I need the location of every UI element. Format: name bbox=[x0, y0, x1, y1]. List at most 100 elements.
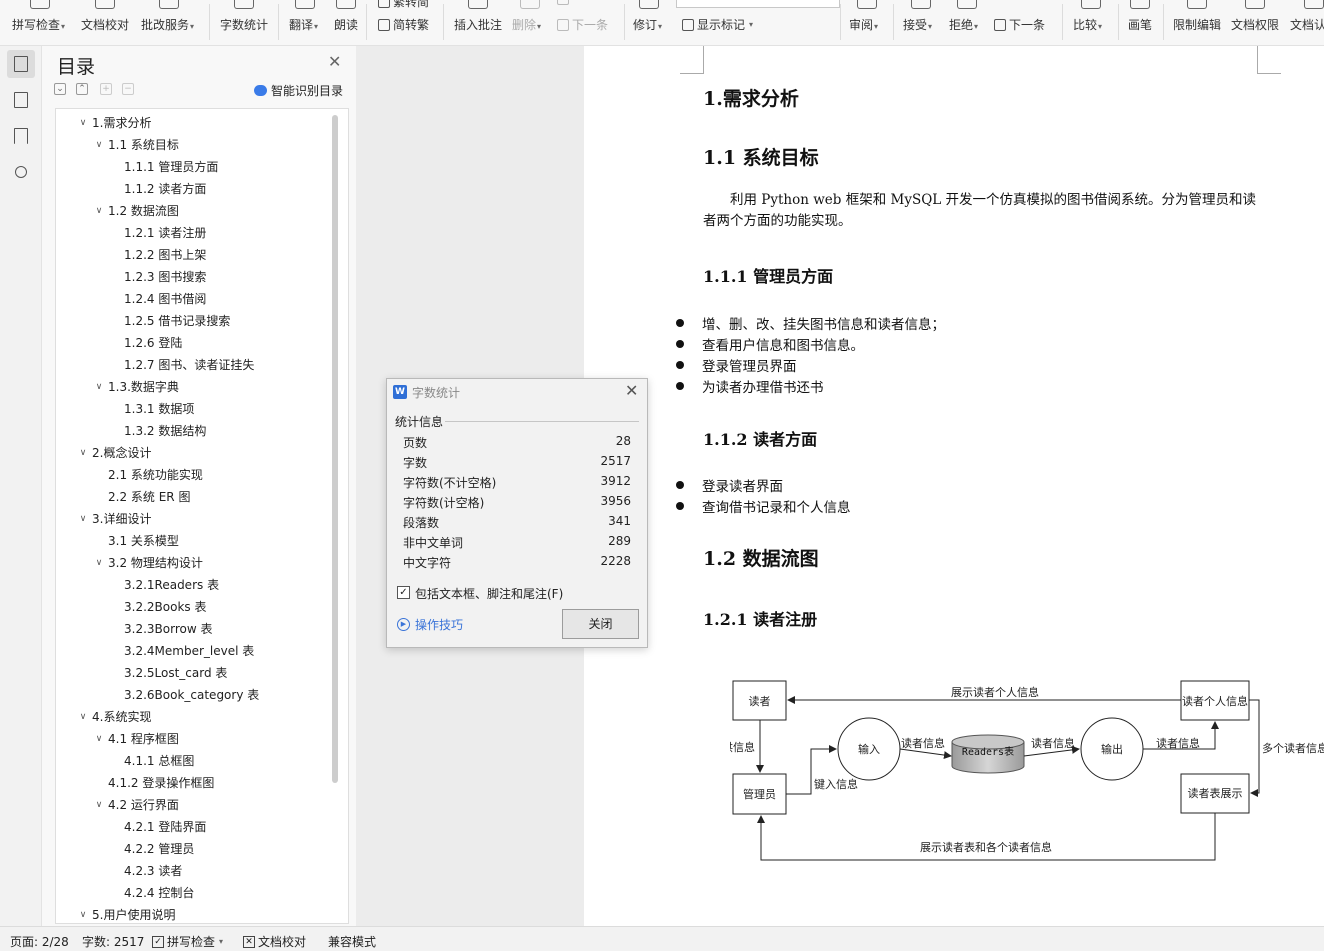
toc-item[interactable]: 1.3.2 数据结构 bbox=[124, 424, 207, 438]
toc-item[interactable]: 1.2.3 图书搜索 bbox=[124, 270, 207, 284]
chevron-down-icon[interactable]: ∨ bbox=[79, 910, 87, 920]
chevron-down-icon[interactable]: ∨ bbox=[95, 206, 103, 216]
trad-to-simp-button[interactable]: 简转繁 bbox=[378, 16, 429, 33]
toc-item[interactable]: 1.3.数据字典 bbox=[108, 380, 179, 394]
include-textbox-checkbox[interactable]: ✓ bbox=[397, 586, 410, 599]
read-aloud-button[interactable]: 朗读 bbox=[334, 0, 358, 45]
toc-item[interactable]: 4.2.3 读者 bbox=[124, 864, 183, 878]
chevron-down-icon[interactable]: ∨ bbox=[95, 140, 103, 150]
toc-item[interactable]: 1.2.2 图书上架 bbox=[124, 248, 207, 262]
chevron-down-icon[interactable]: ∨ bbox=[79, 448, 87, 458]
toc-item[interactable]: 3.2.1Readers 表 bbox=[124, 578, 220, 592]
toc-item[interactable]: 4.2.4 控制台 bbox=[124, 886, 195, 900]
toc-item[interactable]: 1.2.4 图书借阅 bbox=[124, 292, 207, 306]
tips-link[interactable]: ▶ 操作技巧 bbox=[397, 616, 463, 633]
bookmark-button[interactable] bbox=[7, 122, 35, 150]
toc-item[interactable]: 3.2.6Book_category 表 bbox=[124, 688, 260, 702]
compare-button[interactable]: 比较▾ bbox=[1073, 0, 1102, 45]
toc-item[interactable]: 3.详细设计 bbox=[92, 512, 152, 526]
close-icon[interactable]: ✕ bbox=[328, 52, 342, 71]
doc-proofread-button[interactable]: 文档校对 bbox=[81, 0, 129, 45]
toc-item[interactable]: 1.2.6 登陆 bbox=[124, 336, 183, 350]
expand-all-icon[interactable]: ⌃ bbox=[76, 83, 88, 95]
insert-comment-button[interactable]: 插入批注 bbox=[454, 0, 502, 45]
chevron-down-icon[interactable]: ∨ bbox=[95, 382, 103, 392]
next-comment-button[interactable]: 下一条 bbox=[557, 16, 608, 33]
translate-button[interactable]: 翻译▾ bbox=[289, 0, 318, 45]
previous-comment-button[interactable] bbox=[557, 0, 569, 5]
show-markup-button[interactable]: 显示标记▾ bbox=[682, 16, 753, 33]
toc-pane-button[interactable] bbox=[7, 50, 35, 78]
toc-item[interactable]: 2.1 系统功能实现 bbox=[108, 468, 203, 482]
toc-item[interactable]: 1.3.1 数据项 bbox=[124, 402, 195, 416]
toc-item[interactable]: 1.2.7 图书、读者证挂失 bbox=[124, 358, 255, 372]
accept-icon bbox=[911, 0, 931, 9]
toc-item[interactable]: 1.1.2 读者方面 bbox=[124, 182, 207, 196]
chevron-down-icon[interactable]: ∨ bbox=[95, 558, 103, 568]
simp-to-trad-button[interactable]: 繁转简 bbox=[378, 0, 429, 10]
toc-item[interactable]: 3.2 物理结构设计 bbox=[108, 556, 203, 570]
toc-item[interactable]: 2.概念设计 bbox=[92, 446, 152, 460]
close-icon[interactable]: ✕ bbox=[625, 381, 639, 400]
smart-toc-button[interactable]: 智能识别目录 bbox=[254, 82, 343, 99]
status-doc-proofread[interactable]: ✕ 文档校对 bbox=[243, 933, 306, 950]
doc-permission-button[interactable]: 文档权限 bbox=[1231, 0, 1279, 45]
status-bar: 页面: 2/28 字数: 2517 ✓ 拼写检查▾ ✕ 文档校对 兼容模式 bbox=[0, 926, 1324, 951]
chevron-down-icon[interactable]: ∨ bbox=[79, 118, 87, 128]
toc-item[interactable]: 4.1.1 总框图 bbox=[124, 754, 195, 768]
collapse-all-icon[interactable]: ⌄ bbox=[54, 83, 66, 95]
page-indicator[interactable]: 页面: 2/28 bbox=[10, 935, 69, 949]
pen-button[interactable]: 画笔 bbox=[1128, 0, 1152, 45]
toc-item[interactable]: 2.2 系统 ER 图 bbox=[108, 490, 191, 504]
chevron-down-icon[interactable]: ∨ bbox=[95, 734, 103, 744]
spell-check-label: 拼写检查 bbox=[12, 18, 61, 32]
toc-item[interactable]: 1.2 数据流图 bbox=[108, 204, 179, 218]
status-spell-check[interactable]: ✓ 拼写检查▾ bbox=[152, 933, 223, 950]
toc-item[interactable]: 3.2.5Lost_card 表 bbox=[124, 666, 228, 680]
word-count-button[interactable]: 字数统计 bbox=[220, 0, 269, 45]
restrict-edit-button[interactable]: 限制编辑 bbox=[1173, 0, 1221, 45]
chevron-down-icon[interactable]: ∨ bbox=[95, 800, 103, 810]
toc-item[interactable]: 4.2.2 管理员 bbox=[124, 842, 195, 856]
add-level-icon[interactable]: + bbox=[100, 83, 112, 95]
accept-button[interactable]: 接受▾ bbox=[903, 0, 932, 45]
word-count-indicator[interactable]: 字数: 2517 bbox=[82, 935, 145, 949]
markup-mode-select[interactable] bbox=[676, 0, 840, 8]
toc-item[interactable]: 3.1 关系模型 bbox=[108, 534, 179, 548]
delete-comment-button[interactable]: 删除▾ bbox=[512, 0, 541, 45]
review-button[interactable]: 审阅▾ bbox=[849, 0, 878, 45]
track-changes-button[interactable]: 修订▾ bbox=[633, 0, 662, 45]
toc-item[interactable]: 4.系统实现 bbox=[92, 710, 152, 724]
toc-item[interactable]: 3.2.2Books 表 bbox=[124, 600, 207, 614]
toc-item[interactable]: 1.1 系统目标 bbox=[108, 138, 179, 152]
convert-icon bbox=[378, 18, 390, 31]
toc-item[interactable]: 3.2.4Member_level 表 bbox=[124, 644, 255, 658]
close-button[interactable]: 关闭 bbox=[562, 609, 639, 639]
toc-item[interactable]: 5.用户使用说明 bbox=[92, 908, 176, 922]
toc-item[interactable]: 1.2.1 读者注册 bbox=[124, 226, 207, 240]
toc-item[interactable]: 1.2.5 借书记录搜索 bbox=[124, 314, 231, 328]
chevron-down-icon[interactable]: ∨ bbox=[79, 514, 87, 524]
chevron-down-icon[interactable]: ∨ bbox=[79, 712, 87, 722]
ribbon-separator bbox=[1118, 4, 1119, 40]
next-change-button[interactable]: 下一条 bbox=[994, 16, 1045, 33]
toc-scrollbar[interactable] bbox=[332, 115, 338, 783]
flow-label: 读者信息 bbox=[1156, 736, 1200, 750]
spell-check-button[interactable]: 拼写检查▾ bbox=[12, 0, 65, 45]
include-textbox-label[interactable]: 包括文本框、脚注和尾注(F) bbox=[415, 587, 564, 601]
doc-review-button[interactable]: 文档认 bbox=[1290, 0, 1324, 45]
remove-level-icon[interactable]: − bbox=[122, 83, 134, 95]
toc-item[interactable]: 1.需求分析 bbox=[92, 116, 152, 130]
toc-item[interactable]: 4.2.1 登陆界面 bbox=[124, 820, 207, 834]
toc-item[interactable]: 4.1 程序框图 bbox=[108, 732, 179, 746]
word-count-label: 字数统计 bbox=[220, 18, 269, 32]
toc-item[interactable]: 1.1.1 管理员方面 bbox=[124, 160, 219, 174]
stats-section-title: 统计信息 bbox=[395, 415, 444, 429]
toc-item[interactable]: 4.1.2 登录操作框图 bbox=[108, 776, 215, 790]
batch-service-button[interactable]: 批改服务▾ bbox=[141, 0, 194, 45]
toc-item[interactable]: 3.2.3Borrow 表 bbox=[124, 622, 213, 636]
toc-item[interactable]: 4.2 运行界面 bbox=[108, 798, 179, 812]
chapter-nav-button[interactable] bbox=[7, 86, 35, 114]
reject-button[interactable]: 拒绝▾ bbox=[949, 0, 978, 45]
search-button[interactable] bbox=[7, 158, 35, 186]
